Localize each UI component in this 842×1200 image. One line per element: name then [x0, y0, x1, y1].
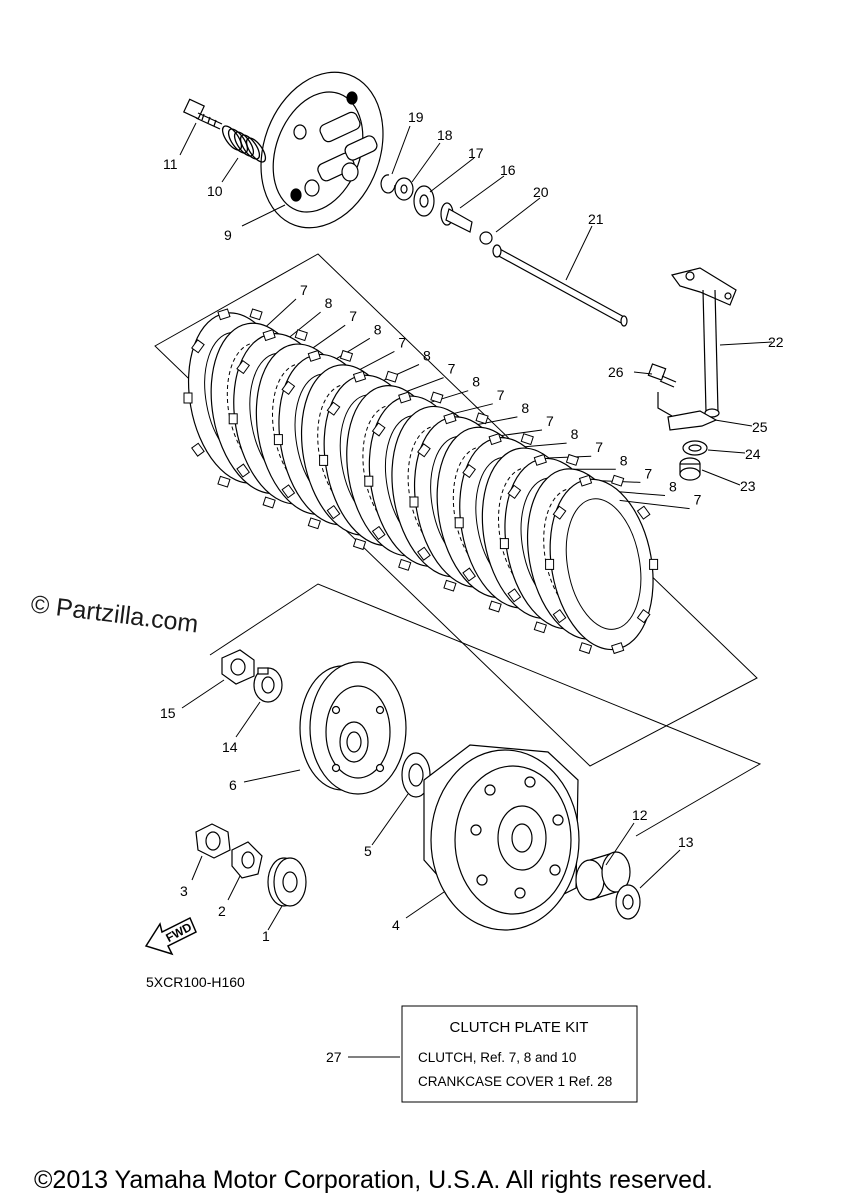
callout-15: 15: [160, 705, 176, 721]
kit-line-2: CRANKCASE COVER 1 Ref. 28: [418, 1074, 612, 1089]
diagram-code: 5XCR100-H160: [146, 974, 245, 990]
bolt-small: [647, 363, 677, 388]
plate-callout: 8: [620, 452, 628, 468]
callout-24: 24: [745, 446, 761, 462]
clutch-spring: [221, 125, 267, 163]
plate-callout: 8: [325, 295, 333, 311]
callout-18: 18: [437, 127, 453, 143]
callout-3: 3: [180, 883, 188, 899]
plate-callout: 7: [595, 439, 603, 455]
plate-callout: 7: [448, 361, 456, 377]
callout-9: 9: [224, 227, 232, 243]
plate-callout: 8: [521, 400, 529, 416]
bushing: [575, 851, 631, 901]
plate-leader-line: [619, 499, 690, 510]
callout-16: 16: [500, 162, 516, 178]
callout-25: 25: [752, 419, 768, 435]
leader-lines: [179, 122, 773, 1058]
callout-2: 2: [218, 903, 226, 919]
callout-1: 1: [262, 928, 270, 944]
lock-plate: [667, 410, 718, 431]
callout-labels: 1 2 3 4 5 6 9 10 11 12 13 14 15 16 17 18…: [160, 109, 784, 944]
callout-23: 23: [740, 478, 756, 494]
push-lever-shaft: [670, 267, 737, 418]
plate-callout: 8: [571, 426, 579, 442]
kit-line-1: CLUTCH, Ref. 7, 8 and 10: [418, 1050, 576, 1065]
plate-callout: 7: [398, 334, 406, 350]
plate-pack-outline: [154, 253, 758, 767]
plate-callout: 7: [349, 308, 357, 324]
callout-10: 10: [207, 183, 223, 199]
steel-ball: [479, 231, 493, 245]
callout-5: 5: [364, 843, 372, 859]
bolt: [182, 98, 223, 130]
callout-19: 19: [408, 109, 424, 125]
callout-17: 17: [468, 145, 484, 161]
callout-26: 26: [608, 364, 624, 380]
clutch-boss: [299, 661, 407, 795]
callout-13: 13: [678, 834, 694, 850]
primary-drive-gear: [267, 857, 307, 907]
watermark: © Partzilla.com: [29, 590, 200, 638]
push-rod: [440, 202, 473, 233]
plate-callout: 7: [546, 413, 554, 429]
clutch-housing: [423, 744, 580, 931]
plate-callout: 7: [300, 282, 308, 298]
push-rod-long: [492, 244, 628, 327]
plate-callout: 8: [669, 479, 677, 495]
lock-washer: [253, 667, 283, 703]
basket-outline: [209, 583, 762, 837]
plate-callout: 8: [472, 374, 480, 390]
callout-22: 22: [768, 334, 784, 350]
plate-callout: 8: [423, 348, 431, 364]
kit-title: CLUTCH PLATE KIT: [450, 1019, 589, 1036]
forward-arrow-icon: FWD: [144, 916, 197, 956]
kit-callout: 27: [326, 1049, 342, 1065]
callout-6: 6: [229, 777, 237, 793]
circlip: [380, 174, 396, 194]
callout-12: 12: [632, 807, 648, 823]
callout-4: 4: [392, 917, 400, 933]
friction-plate: [545, 474, 659, 655]
plate-callout: 8: [374, 321, 382, 337]
gear-lock-washer: [231, 841, 263, 879]
plate-callout: 7: [497, 387, 505, 403]
callout-14: 14: [222, 739, 238, 755]
callout-20: 20: [533, 184, 549, 200]
callout-11: 11: [163, 156, 178, 172]
needle-bearing: [679, 457, 701, 481]
thrust-washer: [401, 752, 431, 798]
pressure-plate: [260, 71, 384, 229]
copyright: ©2013 Yamaha Motor Corporation, U.S.A. A…: [34, 1166, 713, 1194]
collar-washer: [615, 884, 641, 920]
plate-callout: 7: [644, 465, 652, 481]
clutch-plate-kit-box: 27 CLUTCH PLATE KIT CLUTCH, Ref. 7, 8 an…: [326, 1005, 638, 1103]
plate-callout: 7: [694, 492, 702, 508]
callout-21: 21: [588, 211, 604, 227]
